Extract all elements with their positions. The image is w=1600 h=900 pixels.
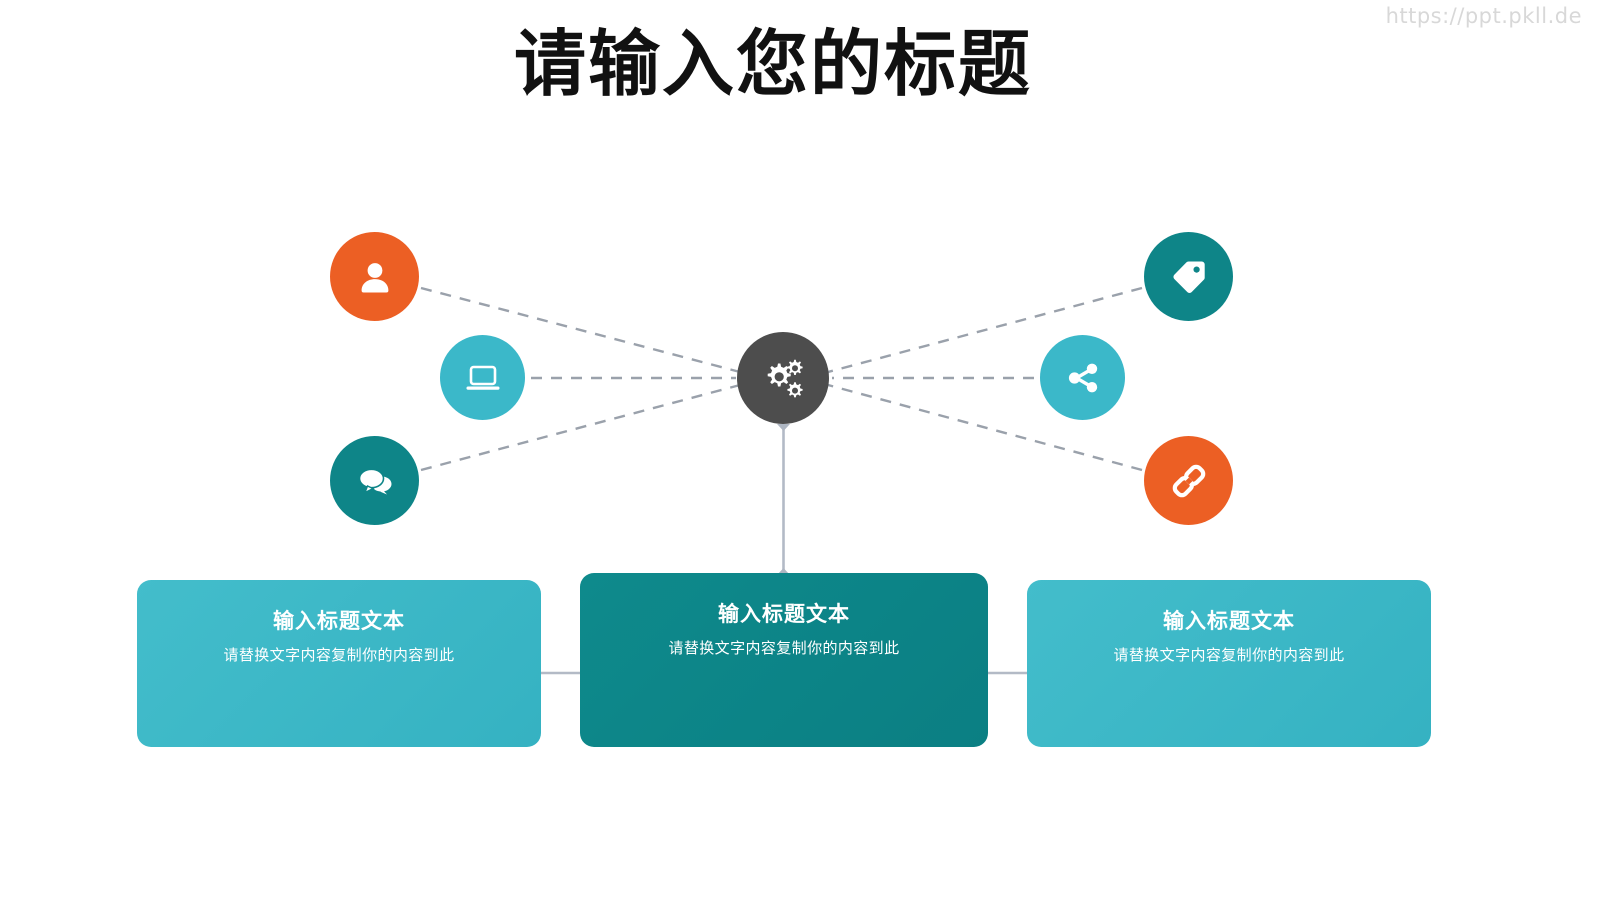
card-middle[interactable]: 输入标题文本 请替换文字内容复制你的内容到此 xyxy=(580,573,988,747)
node-user[interactable] xyxy=(330,232,419,321)
user-icon xyxy=(355,257,395,297)
card-description: 请替换文字内容复制你的内容到此 xyxy=(1113,646,1345,665)
link-icon xyxy=(1167,459,1211,503)
node-link[interactable] xyxy=(1144,436,1233,525)
gears-icon xyxy=(758,353,808,403)
card-title: 输入标题文本 xyxy=(1163,609,1295,633)
node-center-hub[interactable] xyxy=(737,332,829,424)
node-laptop[interactable] xyxy=(440,335,525,420)
node-tag[interactable] xyxy=(1144,232,1233,321)
laptop-icon xyxy=(462,357,504,399)
tag-icon xyxy=(1167,255,1211,299)
card-description: 请替换文字内容复制你的内容到此 xyxy=(668,639,900,658)
page-title: 请输入您的标题 xyxy=(513,22,1032,106)
chat-icon xyxy=(354,460,396,502)
watermark-url: https://ppt.pkll.de xyxy=(1385,4,1582,28)
card-left[interactable]: 输入标题文本 请替换文字内容复制你的内容到此 xyxy=(137,580,541,747)
share-icon xyxy=(1062,357,1104,399)
node-share[interactable] xyxy=(1040,335,1125,420)
card-title: 输入标题文本 xyxy=(718,602,850,626)
card-title: 输入标题文本 xyxy=(273,609,405,633)
card-description: 请替换文字内容复制你的内容到此 xyxy=(223,646,455,665)
node-chat[interactable] xyxy=(330,436,419,525)
stem-top-cap xyxy=(777,424,790,431)
card-right[interactable]: 输入标题文本 请替换文字内容复制你的内容到此 xyxy=(1027,580,1431,747)
